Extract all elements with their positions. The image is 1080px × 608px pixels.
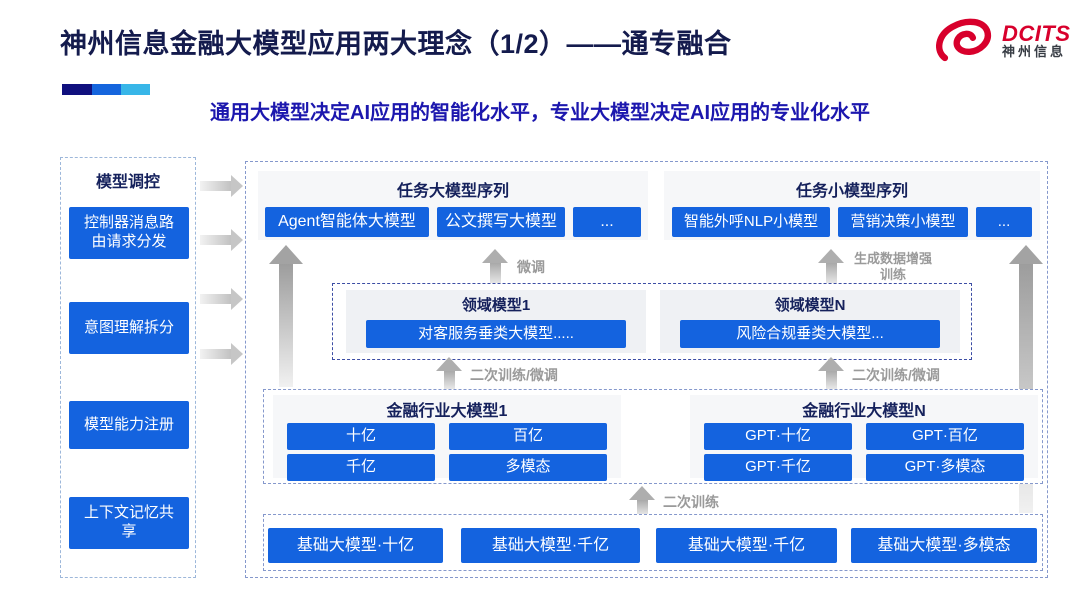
model-base-multimodal: 基础大模型·多模态 — [851, 528, 1037, 563]
arrow-up-icon — [629, 486, 655, 516]
model-outbound-nlp: 智能外呼NLP小模型 — [672, 207, 830, 237]
label-retrain-finetune-right: 二次训练/微调 — [852, 367, 940, 383]
label-retrain-finetune-left: 二次训练/微调 — [470, 367, 558, 383]
label-gen-data-augment-train: 生成数据增强训练 — [853, 251, 932, 283]
page-title: 神州信息金融大模型应用两大理念（1/2）——通专融合 — [60, 29, 732, 59]
panel-industry-model-n: 金融行业大模型N GPT·十亿 GPT·百亿 GPT·千亿 GPT·多模态 — [690, 395, 1038, 481]
sidebar-item-intent-split: 意图理解拆分 — [69, 302, 189, 354]
label-finetune: 微调 — [517, 259, 545, 275]
dcits-swirl-icon — [936, 18, 992, 62]
model-doc-writing-llm: 公文撰写大模型 — [437, 207, 565, 237]
dcits-brand: DCITS — [1002, 20, 1071, 46]
model-gpt-10b: GPT·百亿 — [866, 423, 1024, 450]
model-customer-service-vertical: 对客服务垂类大模型..... — [366, 320, 626, 348]
model-agent-llm: Agent智能体大模型 — [265, 207, 429, 237]
sidebar-model-control: 模型调控 控制器消息路由请求分发 意图理解拆分 模型能力注册 上下文记忆共享 — [60, 157, 196, 578]
model-gpt-1b: GPT·十亿 — [704, 423, 852, 450]
panel-task-large-title: 任务大模型序列 — [396, 183, 509, 200]
arrow-up-icon — [482, 249, 508, 285]
main-diagram-frame — [245, 161, 1048, 578]
label-retrain: 二次训练 — [663, 494, 719, 510]
accent-bar-navy — [62, 84, 92, 95]
arrow-right-icon — [200, 229, 243, 251]
model-base-100b-b: 基础大模型·千亿 — [656, 528, 837, 563]
accent-bar-cyan — [121, 84, 150, 95]
panel-industry-model-1: 金融行业大模型1 十亿 百亿 千亿 多模态 — [273, 395, 621, 481]
model-base-100b-a: 基础大模型·千亿 — [461, 528, 640, 563]
panel-domain-model-n: 领域模型N 风险合规垂类大模型... — [660, 290, 960, 353]
model-gpt-multimodal: GPT·多模态 — [866, 454, 1024, 481]
model-10b: 百亿 — [449, 423, 607, 450]
panel-task-small-models: 任务小模型序列 智能外呼NLP小模型 营销决策小模型 ... — [664, 171, 1040, 240]
page-subtitle: 通用大模型决定AI应用的智能化水平，专业大模型决定AI应用的专业化水平 — [210, 102, 870, 124]
model-risk-compliance-vertical: 风险合规垂类大模型... — [680, 320, 940, 348]
arrow-up-icon — [818, 249, 844, 285]
arrow-up-icon — [818, 357, 844, 390]
dcits-logo-text: DCITS 神州信息 — [1002, 22, 1071, 59]
arrow-up-tall-icon — [263, 245, 309, 387]
sidebar-item-context-memory: 上下文记忆共享 — [69, 497, 189, 549]
dcits-logo: DCITS 神州信息 — [932, 16, 1071, 64]
model-more-ellipsis: ... — [573, 207, 641, 237]
model-1b: 十亿 — [287, 423, 435, 450]
panel-task-large-models: 任务大模型序列 Agent智能体大模型 公文撰写大模型 ... — [258, 171, 648, 240]
panel-task-small-title: 任务小模型序列 — [795, 183, 908, 200]
panel-domain-model-1: 领域模型1 对客服务垂类大模型..... — [346, 290, 646, 353]
arrow-right-icon — [200, 288, 243, 310]
model-100b: 千亿 — [287, 454, 435, 481]
dcits-brand-cn: 神州信息 — [1002, 43, 1067, 59]
industry-model-n-title: 金融行业大模型N — [802, 403, 926, 420]
sidebar-item-router-dispatch: 控制器消息路由请求分发 — [69, 207, 189, 259]
accent-bar-blue — [92, 84, 121, 95]
model-base-1b: 基础大模型·十亿 — [268, 528, 443, 563]
model-more-ellipsis: ... — [976, 207, 1032, 237]
sidebar-title: 模型调控 — [95, 174, 160, 191]
domain-model-1-title: 领域模型1 — [461, 297, 531, 314]
model-multimodal: 多模态 — [449, 454, 607, 481]
arrow-right-icon — [200, 343, 243, 365]
model-marketing-decision: 营销决策小模型 — [838, 207, 968, 237]
domain-model-n-title: 领域模型N — [774, 297, 846, 314]
industry-model-1-title: 金融行业大模型1 — [386, 403, 508, 420]
arrow-right-icon — [200, 175, 243, 197]
sidebar-item-capability-register: 模型能力注册 — [69, 401, 189, 449]
arrow-up-icon — [436, 357, 462, 390]
model-gpt-100b: GPT·千亿 — [704, 454, 852, 481]
accent-bar — [62, 84, 150, 102]
